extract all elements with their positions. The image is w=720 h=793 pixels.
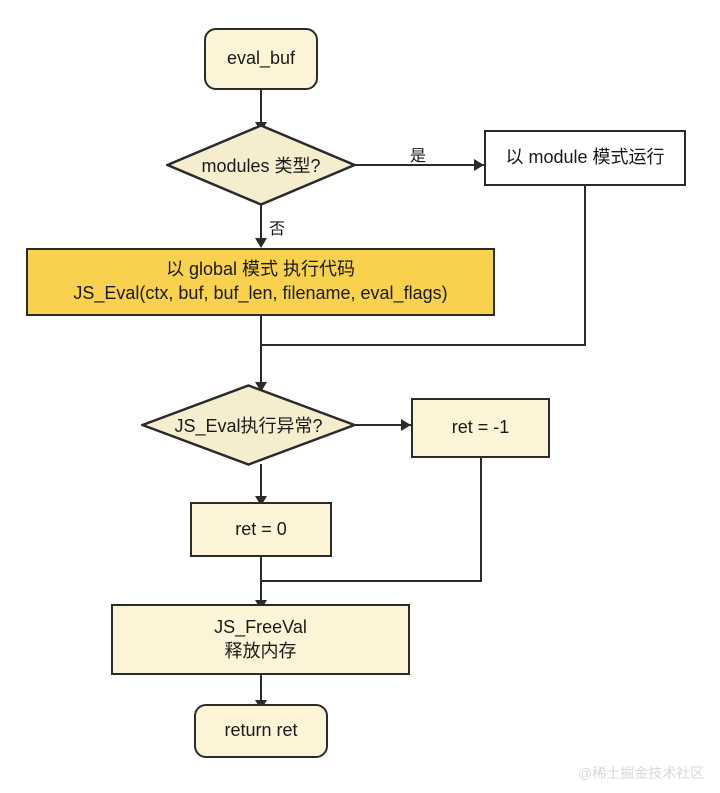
node-ret-zero-label: ret = 0 — [235, 518, 287, 539]
node-module-mode[interactable]: 以 module 模式运行 — [484, 130, 686, 186]
node-end-label: return ret — [224, 720, 298, 741]
arrowhead-into-eval-decision — [255, 382, 267, 392]
node-modules-decision[interactable]: modules 类型? — [166, 124, 356, 206]
node-global-mode-label: 以 global 模式 执行代码 JS_Eval(ctx, buf, buf_l… — [73, 259, 448, 303]
arrowhead-decision-yes — [474, 159, 484, 171]
node-ret-zero[interactable]: ret = 0 — [190, 502, 332, 557]
edge-label-no: 否 — [269, 221, 286, 238]
connector-freeval-to-end — [260, 675, 262, 704]
connector-eval-exception-yes — [355, 424, 413, 426]
node-free-val-label: JS_FreeVal 释放内存 — [214, 616, 307, 661]
node-global-mode[interactable]: 以 global 模式 执行代码 JS_Eval(ctx, buf, buf_l… — [26, 248, 495, 316]
arrowhead-decision-no — [255, 238, 267, 248]
node-ret-minus-one[interactable]: ret = -1 — [411, 398, 550, 458]
edge-label-yes: 是 — [410, 148, 427, 165]
connector-ret-minus-one-down — [480, 458, 482, 582]
node-modules-decision-label: modules 类型? — [201, 156, 321, 176]
node-start[interactable]: eval_buf — [204, 28, 318, 90]
arrowhead-eval-exception-no — [255, 496, 267, 506]
diamond-shape — [141, 384, 356, 466]
arrowhead-eval-exception-yes — [401, 419, 411, 431]
connector-decision-yes — [355, 164, 486, 166]
node-ret-minus-one-label: ret = -1 — [451, 417, 510, 438]
node-eval-exception-decision[interactable]: JS_Eval执行异常? — [141, 384, 356, 466]
node-module-mode-label: 以 module 模式运行 — [505, 147, 665, 168]
node-eval-exception-decision-label: JS_Eval执行异常? — [174, 416, 323, 436]
connector-module-merge-left — [260, 344, 586, 346]
node-start-label: eval_buf — [226, 48, 296, 69]
connector-start-to-decision — [260, 90, 262, 125]
connector-eval-exception-no — [260, 464, 262, 500]
diamond-shape — [166, 124, 356, 206]
node-end[interactable]: return ret — [194, 704, 328, 758]
connector-ret-merge-left — [260, 580, 482, 582]
connector-decision-no — [260, 204, 262, 242]
connector-global-down — [260, 316, 262, 386]
watermark: @稀土掘金技术社区 — [578, 765, 705, 781]
node-free-val[interactable]: JS_FreeVal 释放内存 — [111, 604, 410, 675]
connector-module-down — [584, 186, 586, 346]
